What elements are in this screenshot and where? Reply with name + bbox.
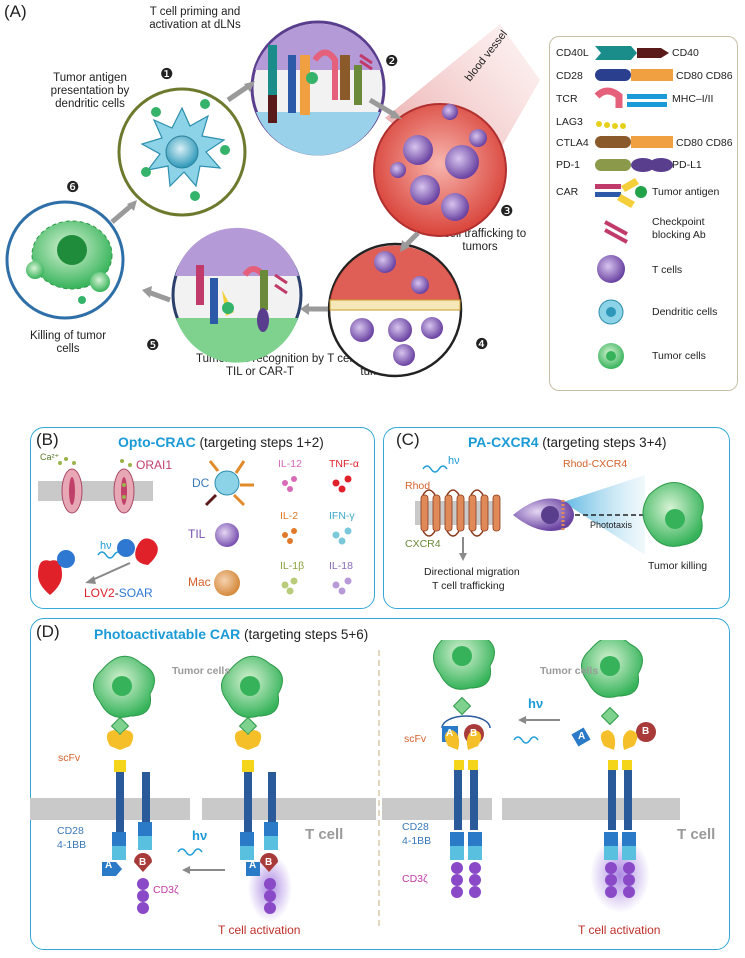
panel-b-hv: hν (100, 540, 112, 552)
rhod-label: Rhod (405, 480, 431, 492)
legend-ctla4: CTLA4 (556, 137, 589, 149)
legend-checkpoint: Checkpoint blocking Ab (652, 216, 706, 241)
legend-mhc: MHC–I/II (672, 93, 714, 105)
ca-ion-label: Ca²⁺ (40, 452, 60, 462)
legend-tumor-antigen: Tumor antigen (652, 186, 720, 198)
panel-b-letter: (B) (36, 430, 59, 449)
tnfa-label: TNF-α (329, 458, 359, 470)
panel-c-title-row: PA-CXCR4 (targeting steps 3+4) (468, 434, 667, 450)
panel-d-hv-left: hν (192, 828, 208, 843)
panel-b-title-row: Opto-CRAC (targeting steps 1+2) (118, 434, 324, 450)
step-number-2: ❷ (385, 53, 399, 70)
legend-tumor-cells: Tumor cells (652, 350, 706, 362)
a-label-2: A (249, 860, 257, 871)
tumor-killing-label: Tumor killing (648, 560, 708, 572)
panel-b-subtitle: (targeting steps 1+2) (199, 435, 324, 450)
step-number-1: ❶ (160, 66, 174, 83)
step-number-6: ❻ (66, 179, 80, 196)
il12-label: IL-12 (278, 458, 302, 470)
legend-cd80cd86-b: CD80 CD86 (676, 137, 733, 149)
legend-cd40: CD40 (672, 47, 699, 59)
directional-migration-label: Directional migration (424, 566, 520, 578)
tumor-cells-right-label: Tumor cells (540, 665, 599, 677)
cxcr4-label: CXCR4 (405, 538, 441, 550)
bb-label-right: 4-1BB (402, 835, 432, 847)
il1b-label: IL-1β (280, 560, 305, 572)
panel-d-letter: (D) (36, 622, 60, 641)
orai1-label: ORAI1 (136, 458, 173, 472)
cd3z-label-right: CD3ζ (402, 873, 428, 885)
panel-b-box (30, 427, 375, 609)
a-label-1: A (105, 860, 113, 871)
step2-label: T cell priming and activation at dLNs (149, 6, 241, 31)
legend-tcells: T cells (652, 264, 683, 276)
legend-dendritic: Dendritic cells (652, 306, 718, 318)
bb-label-left: 4-1BB (57, 839, 87, 851)
il2-label: IL-2 (280, 510, 299, 522)
tumor-cells-left-label: Tumor cells (172, 665, 231, 677)
panel-c-box (383, 427, 730, 609)
panel-d-hv-right: hν (528, 696, 544, 711)
legend-cd28: CD28 (556, 70, 583, 82)
panel-b-title: Opto-CRAC (118, 434, 196, 450)
legend-tcr: TCR (556, 93, 578, 105)
legend-pd1: PD-1 (556, 159, 580, 171)
a-label-3: A (446, 728, 454, 739)
panel-a-graphic: blood vessel (5, 20, 540, 378)
scfv-label-right: scFv (404, 733, 427, 745)
cd28-label-left: CD28 (57, 825, 84, 837)
tcell-label-left: T cell (305, 826, 344, 843)
ifng-label: IFN-γ (329, 510, 355, 522)
panel-d-graphic (30, 640, 680, 930)
til-label: TIL (188, 527, 206, 541)
legend-pdl1: PD-L1 (672, 159, 702, 171)
panel-c-title: PA-CXCR4 (468, 434, 539, 450)
legend-lag3: LAG3 (556, 116, 583, 128)
legend-cd80cd86-a: CD80 CD86 (676, 70, 733, 82)
legend-cd40l: CD40L (556, 47, 589, 59)
b-label-3: B (470, 728, 478, 739)
rhod-cxcr4-label: Rhod-CXCR4 (563, 458, 628, 470)
step1-label: Tumor antigen presentation by dendritic … (50, 72, 130, 110)
a-label-4: A (578, 731, 586, 742)
b-label-4: B (642, 726, 650, 737)
step-number-5: ❺ (146, 337, 160, 354)
tcell-label-right: T cell (677, 826, 716, 843)
step-number-4: ❹ (475, 336, 489, 353)
panel-c-letter: (C) (396, 430, 420, 449)
cd28-label-right: CD28 (402, 821, 429, 833)
panel-d-title: Photoactivatable CAR (94, 626, 241, 642)
scfv-label-left: scFv (58, 752, 81, 764)
phototaxis-label: Phototaxis (590, 520, 633, 530)
panel-a-letter: (A) (4, 2, 27, 21)
panel-c-subtitle: (targeting steps 3+4) (542, 435, 667, 450)
activation-label-left: T cell activation (218, 923, 301, 937)
b-label-2: B (265, 857, 273, 868)
b-label-1: B (139, 857, 147, 868)
panel-d-subtitle: (targeting steps 5+6) (244, 627, 369, 642)
lov2-soar-dash: - (114, 586, 119, 600)
cd3z-label-left: CD3ζ (153, 884, 179, 896)
panel-d-box (30, 618, 730, 950)
step6-label: Killing of tumor cells (29, 330, 107, 355)
lov2-label: LOV2 (84, 586, 115, 600)
panel-c-hv: hν (448, 455, 460, 467)
panel-b-graphic (38, 457, 352, 596)
panel-c-graphic (415, 465, 704, 561)
dc-label: DC (192, 476, 210, 490)
lov2-soar-label: LOV2-SOAR (84, 586, 153, 600)
il18-label: IL-18 (329, 560, 353, 572)
mac-label: Mac (188, 575, 211, 589)
panel-d-title-row: Photoactivatable CAR (targeting steps 5+… (94, 626, 368, 642)
legend-car: CAR (556, 186, 579, 198)
activation-label-right: T cell activation (578, 923, 661, 937)
soar-label: SOAR (118, 586, 153, 600)
step-number-3: ❸ (500, 203, 514, 220)
tcell-trafficking-label: T cell trafficking (432, 580, 505, 592)
legend-icons (594, 46, 673, 369)
